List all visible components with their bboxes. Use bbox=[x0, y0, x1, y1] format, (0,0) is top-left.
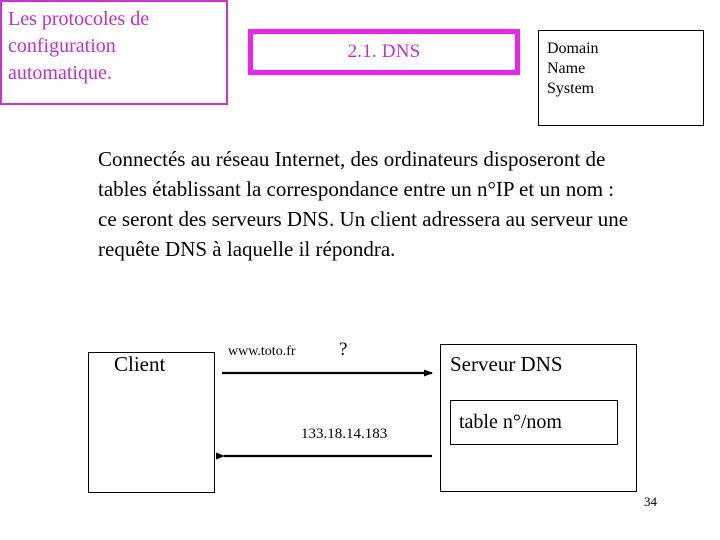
request-question-mark: ? bbox=[339, 339, 348, 360]
dns-server-box-label: Serveur DNS bbox=[450, 352, 563, 376]
section-heading-box: 2.1. DNS bbox=[248, 29, 520, 75]
section-heading-label: 2.1. DNS bbox=[347, 41, 421, 62]
client-box bbox=[88, 352, 215, 493]
acronym-expansion-box: Domain Name System bbox=[538, 30, 704, 126]
lookup-table-label: table n°/nom bbox=[459, 411, 562, 433]
body-paragraph: Connectés au réseau Internet, des ordina… bbox=[98, 147, 629, 261]
chapter-title-box: Les protocoles de configuration automati… bbox=[0, 0, 228, 105]
lookup-table-box: table n°/nom bbox=[450, 400, 618, 445]
response-arrow-label: 133.18.14.183 bbox=[301, 426, 388, 442]
acronym-expansion-text: Domain Name System bbox=[547, 40, 599, 97]
client-box-label: Client bbox=[114, 352, 166, 376]
page-number: 34 bbox=[644, 494, 657, 509]
request-arrow-label: www.toto.fr bbox=[228, 344, 296, 359]
chapter-title-text: Les protocoles de configuration automati… bbox=[8, 8, 150, 84]
